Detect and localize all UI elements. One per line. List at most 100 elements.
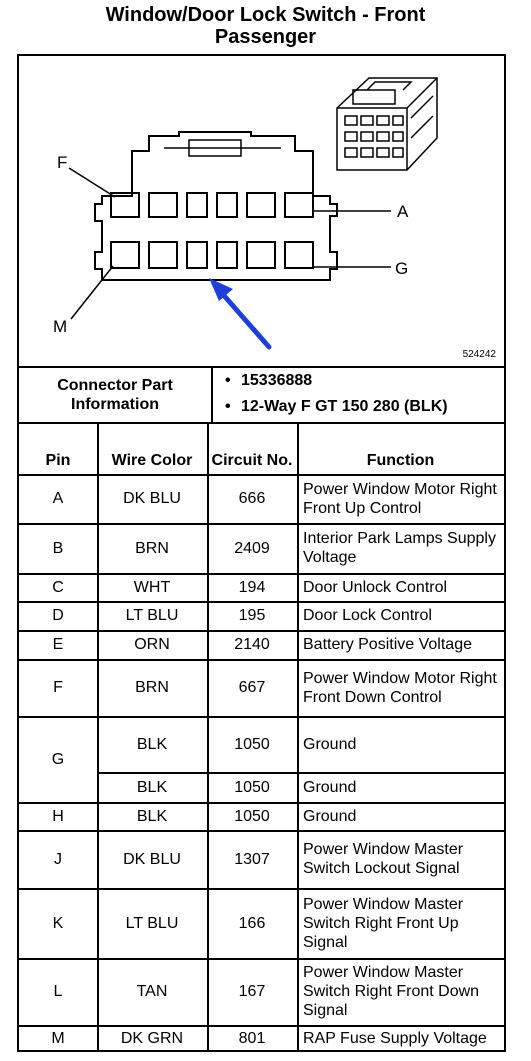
- header-function: Function: [366, 452, 435, 469]
- cell-circuit-no: 2140: [234, 636, 270, 653]
- cell-wire-color: TAN: [136, 983, 168, 1000]
- cavity-top-6: [284, 192, 314, 218]
- cell-wire-color: LT BLU: [125, 607, 179, 624]
- info-item-1: 15336888: [241, 372, 313, 389]
- cell-wire-color: BLK: [136, 807, 168, 825]
- cell-wire-color: DK GRN: [120, 1030, 184, 1047]
- cell-circuit-no: 2409: [234, 539, 270, 557]
- row-separator: [19, 888, 504, 890]
- connector-latch: [188, 139, 242, 157]
- row-separator: [19, 601, 504, 603]
- label-a: A: [397, 202, 409, 221]
- cell-function: Battery Positive Voltage: [303, 636, 472, 653]
- cell-wire-color: LT BLU: [125, 914, 179, 932]
- cavity-bottom-4: [216, 241, 238, 269]
- cell-circuit-no: 1307: [234, 850, 270, 868]
- connector-table: F A G M 524242 Connector Part Informatio…: [17, 54, 506, 1052]
- page-title: Window/Door Lock Switch - Front Passenge…: [0, 4, 531, 48]
- column-separator-2: [207, 424, 209, 1052]
- connector-figure: F A G M 524242: [19, 56, 504, 367]
- row-separator: [19, 523, 504, 525]
- cell-function: Ground: [303, 735, 357, 753]
- cell-wire-color: WHT: [133, 578, 171, 596]
- cell-circuit-no: 195: [238, 607, 266, 624]
- header-circuit-no: Circuit No.: [211, 452, 293, 469]
- row-separator: [19, 573, 504, 575]
- cell-wire-color: DK BLU: [123, 850, 181, 868]
- cell-pin: H: [52, 807, 64, 825]
- cell-function: Power Window Master Switch Right Front D…: [303, 964, 480, 1019]
- cell-function: Door Lock Control: [303, 607, 432, 624]
- cavity-bottom-3: [186, 241, 208, 269]
- cell-pin: A: [52, 490, 64, 507]
- cavity-bottom-2: [148, 241, 178, 269]
- blue-arrow-head: [209, 278, 233, 301]
- cell-circuit-no: 167: [238, 983, 266, 1000]
- cell-wire-color: BLK: [136, 778, 168, 796]
- cell-wire-color: ORN: [134, 636, 170, 653]
- cell-function: Ground: [303, 778, 357, 796]
- title-line-2: Passenger: [214, 26, 317, 48]
- cell-pin: K: [52, 914, 64, 932]
- cell-circuit-no: 1050: [234, 807, 270, 825]
- cell-wire-color: BRN: [135, 679, 169, 696]
- blue-arrow-shaft: [217, 288, 272, 350]
- cell-pin: F: [53, 679, 63, 696]
- cell-function: RAP Fuse Supply Voltage: [303, 1030, 487, 1047]
- row-separator: [19, 1025, 504, 1027]
- label-m: M: [53, 317, 67, 336]
- cell-pin: J: [54, 850, 62, 868]
- header-wire-color: Wire Color: [111, 452, 193, 469]
- cell-function: Ground: [303, 807, 357, 825]
- connector-info-label: Connector Part Information: [57, 377, 173, 413]
- cell-pin: D: [52, 607, 64, 624]
- cell-function: Power Window Motor Right Front Up Contro…: [303, 480, 497, 517]
- cavity-top-3: [186, 192, 208, 218]
- connector-3d-sketch: [336, 77, 438, 171]
- row-separator: [19, 830, 504, 832]
- header-pin: Pin: [45, 452, 71, 469]
- cell-circuit-no: 194: [238, 578, 266, 596]
- cell-pin: C: [52, 578, 64, 596]
- info-bullet-1: •: [225, 372, 231, 389]
- cell-wire-color: BLK: [136, 735, 168, 753]
- cell-circuit-no: 666: [238, 490, 266, 507]
- cell-function: Interior Park Lamps Supply Voltage: [303, 530, 496, 566]
- separator-info: [211, 368, 213, 422]
- separator-info-bottom: [19, 422, 504, 424]
- cavity-top-4: [216, 192, 238, 218]
- cavity-top-1: [110, 192, 140, 218]
- cell-function: Power Window Master Switch Right Front U…: [303, 895, 464, 951]
- cell-circuit-no: 1050: [234, 778, 270, 796]
- cell-pin: B: [52, 539, 64, 557]
- separator-figure: [19, 366, 504, 368]
- info-bullet-2: •: [225, 398, 231, 415]
- cavity-top-2: [148, 192, 178, 218]
- cell-circuit-no: 166: [238, 914, 266, 932]
- cavity-bottom-6: [284, 241, 314, 269]
- row-separator: [19, 630, 504, 632]
- header-separator: [19, 474, 504, 476]
- row-separator: [19, 802, 504, 804]
- column-separator-1: [97, 424, 99, 1052]
- cell-function: Power Window Motor Right Front Down Cont…: [303, 669, 497, 706]
- cell-pin: M: [51, 1030, 65, 1047]
- cell-circuit-no: 801: [238, 1030, 266, 1047]
- cavity-bottom-1: [110, 241, 140, 269]
- cell-wire-color: BRN: [135, 539, 169, 557]
- row-separator: [19, 716, 504, 718]
- cell-circuit-no: 1050: [234, 735, 270, 753]
- cell-wire-color: DK BLU: [123, 490, 181, 507]
- label-g: G: [395, 259, 408, 278]
- row-separator: [19, 659, 504, 661]
- cell-function: Door Unlock Control: [303, 578, 448, 596]
- cavity-top-5: [246, 192, 276, 218]
- label-f: F: [57, 153, 67, 172]
- column-separator-3: [297, 424, 299, 1052]
- cell-pin: G: [51, 750, 65, 768]
- cell-circuit-no: 667: [238, 679, 266, 696]
- connector-body: [94, 131, 338, 281]
- leader-m: [70, 265, 114, 320]
- figure-reference-number: 524242: [462, 349, 496, 360]
- title-line-1: Window/Door Lock Switch - Front: [105, 4, 426, 26]
